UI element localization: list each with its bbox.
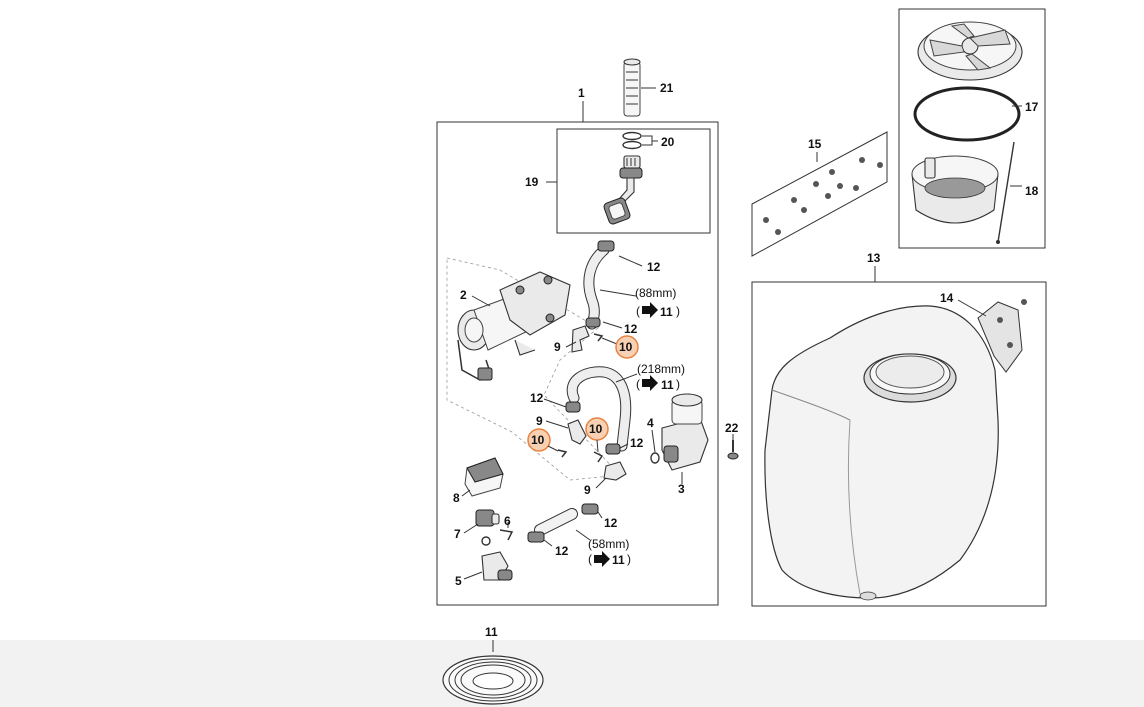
assembly-1-frame	[436, 121, 719, 606]
callout-8: 8	[453, 491, 460, 505]
callout-18: 18	[1025, 184, 1039, 198]
part-7-plug[interactable]	[475, 509, 500, 527]
part-12-hose-clamp-top[interactable]	[597, 240, 615, 252]
callout-12a: 12	[647, 260, 661, 274]
callout-12e: 12	[604, 516, 618, 530]
part-4-o-ring[interactable]	[650, 452, 660, 464]
hose-88-length: (88mm)	[635, 286, 676, 300]
part-5-connector[interactable]	[481, 536, 513, 581]
callout-11: 11	[485, 625, 498, 639]
part-8-cover[interactable]	[464, 457, 504, 497]
hose-88-close: )	[676, 304, 680, 318]
assembly-19-frame	[556, 128, 711, 234]
part-9-elbow-upper[interactable]	[571, 325, 590, 353]
callout-5: 5	[455, 574, 462, 588]
part-12-hose-clamp-mid[interactable]	[585, 317, 601, 328]
callout-17: 17	[1025, 100, 1039, 114]
callout-7: 7	[454, 527, 461, 541]
callout-3: 3	[678, 482, 685, 496]
hose-58-ref: 11	[612, 553, 625, 567]
part-11-hose-coil[interactable]	[442, 655, 544, 705]
part-18-filter-rod[interactable]	[996, 141, 1015, 244]
callout-12d: 12	[630, 436, 644, 450]
part-2-pump-motor[interactable]	[457, 271, 571, 381]
callout-10b: 10	[531, 433, 545, 447]
hose-88-ref: 11	[660, 305, 673, 319]
callout-9b: 9	[536, 414, 543, 428]
part-9-elbow-middle[interactable]	[567, 419, 587, 445]
part-13-tank[interactable]	[764, 305, 999, 601]
callout-4: 4	[647, 416, 654, 430]
assembly-17-18-frame	[898, 8, 1046, 249]
callout-15: 15	[808, 137, 822, 151]
callout-10a: 10	[619, 340, 633, 354]
callout-9c: 9	[584, 483, 591, 497]
part-3-valve-assembly[interactable]	[661, 393, 709, 471]
part-15-screw-set[interactable]	[751, 131, 888, 257]
callout-10b-highlight: 10	[527, 428, 551, 452]
part-20-o-rings[interactable]	[622, 131, 642, 150]
callout-19: 19	[525, 175, 539, 189]
callout-10c: 10	[589, 422, 603, 436]
callout-10a-highlight: 10	[615, 335, 639, 359]
part-12-hose-clamp-lower-right[interactable]	[581, 503, 599, 515]
callout-14: 14	[940, 291, 954, 305]
hose-218-length: (218mm)	[637, 362, 685, 376]
hose-88-open: (	[636, 304, 640, 318]
callout-6: 6	[504, 514, 511, 528]
callout-12c: 12	[530, 391, 544, 405]
hose-218-open: (	[636, 377, 640, 391]
part-17-seal-ring[interactable]	[913, 86, 1021, 142]
part-14-bracket[interactable]	[977, 299, 1027, 373]
part-22-screw[interactable]	[727, 440, 739, 460]
part-19-nozzle-fitting[interactable]	[603, 155, 643, 225]
part-12-hose-clamp-left[interactable]	[565, 401, 581, 413]
background-floor-shadow	[0, 640, 1144, 707]
part-9-elbow-lower[interactable]	[603, 461, 627, 481]
hose-88mm[interactable]	[583, 244, 610, 330]
part-10-clip-right[interactable]	[593, 451, 604, 463]
callout-21: 21	[660, 81, 674, 95]
callout-1: 1	[578, 86, 585, 100]
callout-22: 22	[725, 421, 739, 435]
arrow-right-icon	[642, 302, 658, 318]
callout-10c-highlight: 10	[585, 417, 609, 441]
part-21-strainer-tube[interactable]	[623, 58, 641, 117]
part-17-tank-cap[interactable]	[917, 21, 1023, 81]
hose-58-length: (58mm)	[588, 537, 629, 551]
arrow-right-icon	[594, 551, 610, 567]
callout-12f: 12	[555, 544, 569, 558]
hose-58-close: )	[627, 552, 631, 566]
assembly-13-frame	[751, 281, 1047, 607]
callout-13: 13	[867, 251, 881, 265]
part-10-clip-upper[interactable]	[593, 333, 604, 342]
callout-12b: 12	[624, 322, 638, 336]
callout-2: 2	[460, 288, 467, 302]
callout-20: 20	[661, 135, 675, 149]
part-10-clip-left[interactable]	[557, 449, 568, 458]
callout-9a: 9	[554, 340, 561, 354]
part-18-filter-basket[interactable]	[911, 155, 999, 224]
part-12-hose-clamp-right[interactable]	[605, 443, 621, 455]
pump-mount-outline	[446, 257, 621, 481]
arrow-right-icon	[642, 375, 658, 391]
hose-58mm[interactable]	[534, 508, 578, 536]
hose-218-ref: 11	[661, 378, 674, 392]
hose-218-close: )	[676, 377, 680, 391]
hose-58-open: (	[588, 552, 592, 566]
part-12-hose-clamp-lower-left[interactable]	[527, 531, 545, 543]
hose-218mm[interactable]	[566, 366, 632, 452]
part-6-clip[interactable]	[499, 529, 514, 541]
